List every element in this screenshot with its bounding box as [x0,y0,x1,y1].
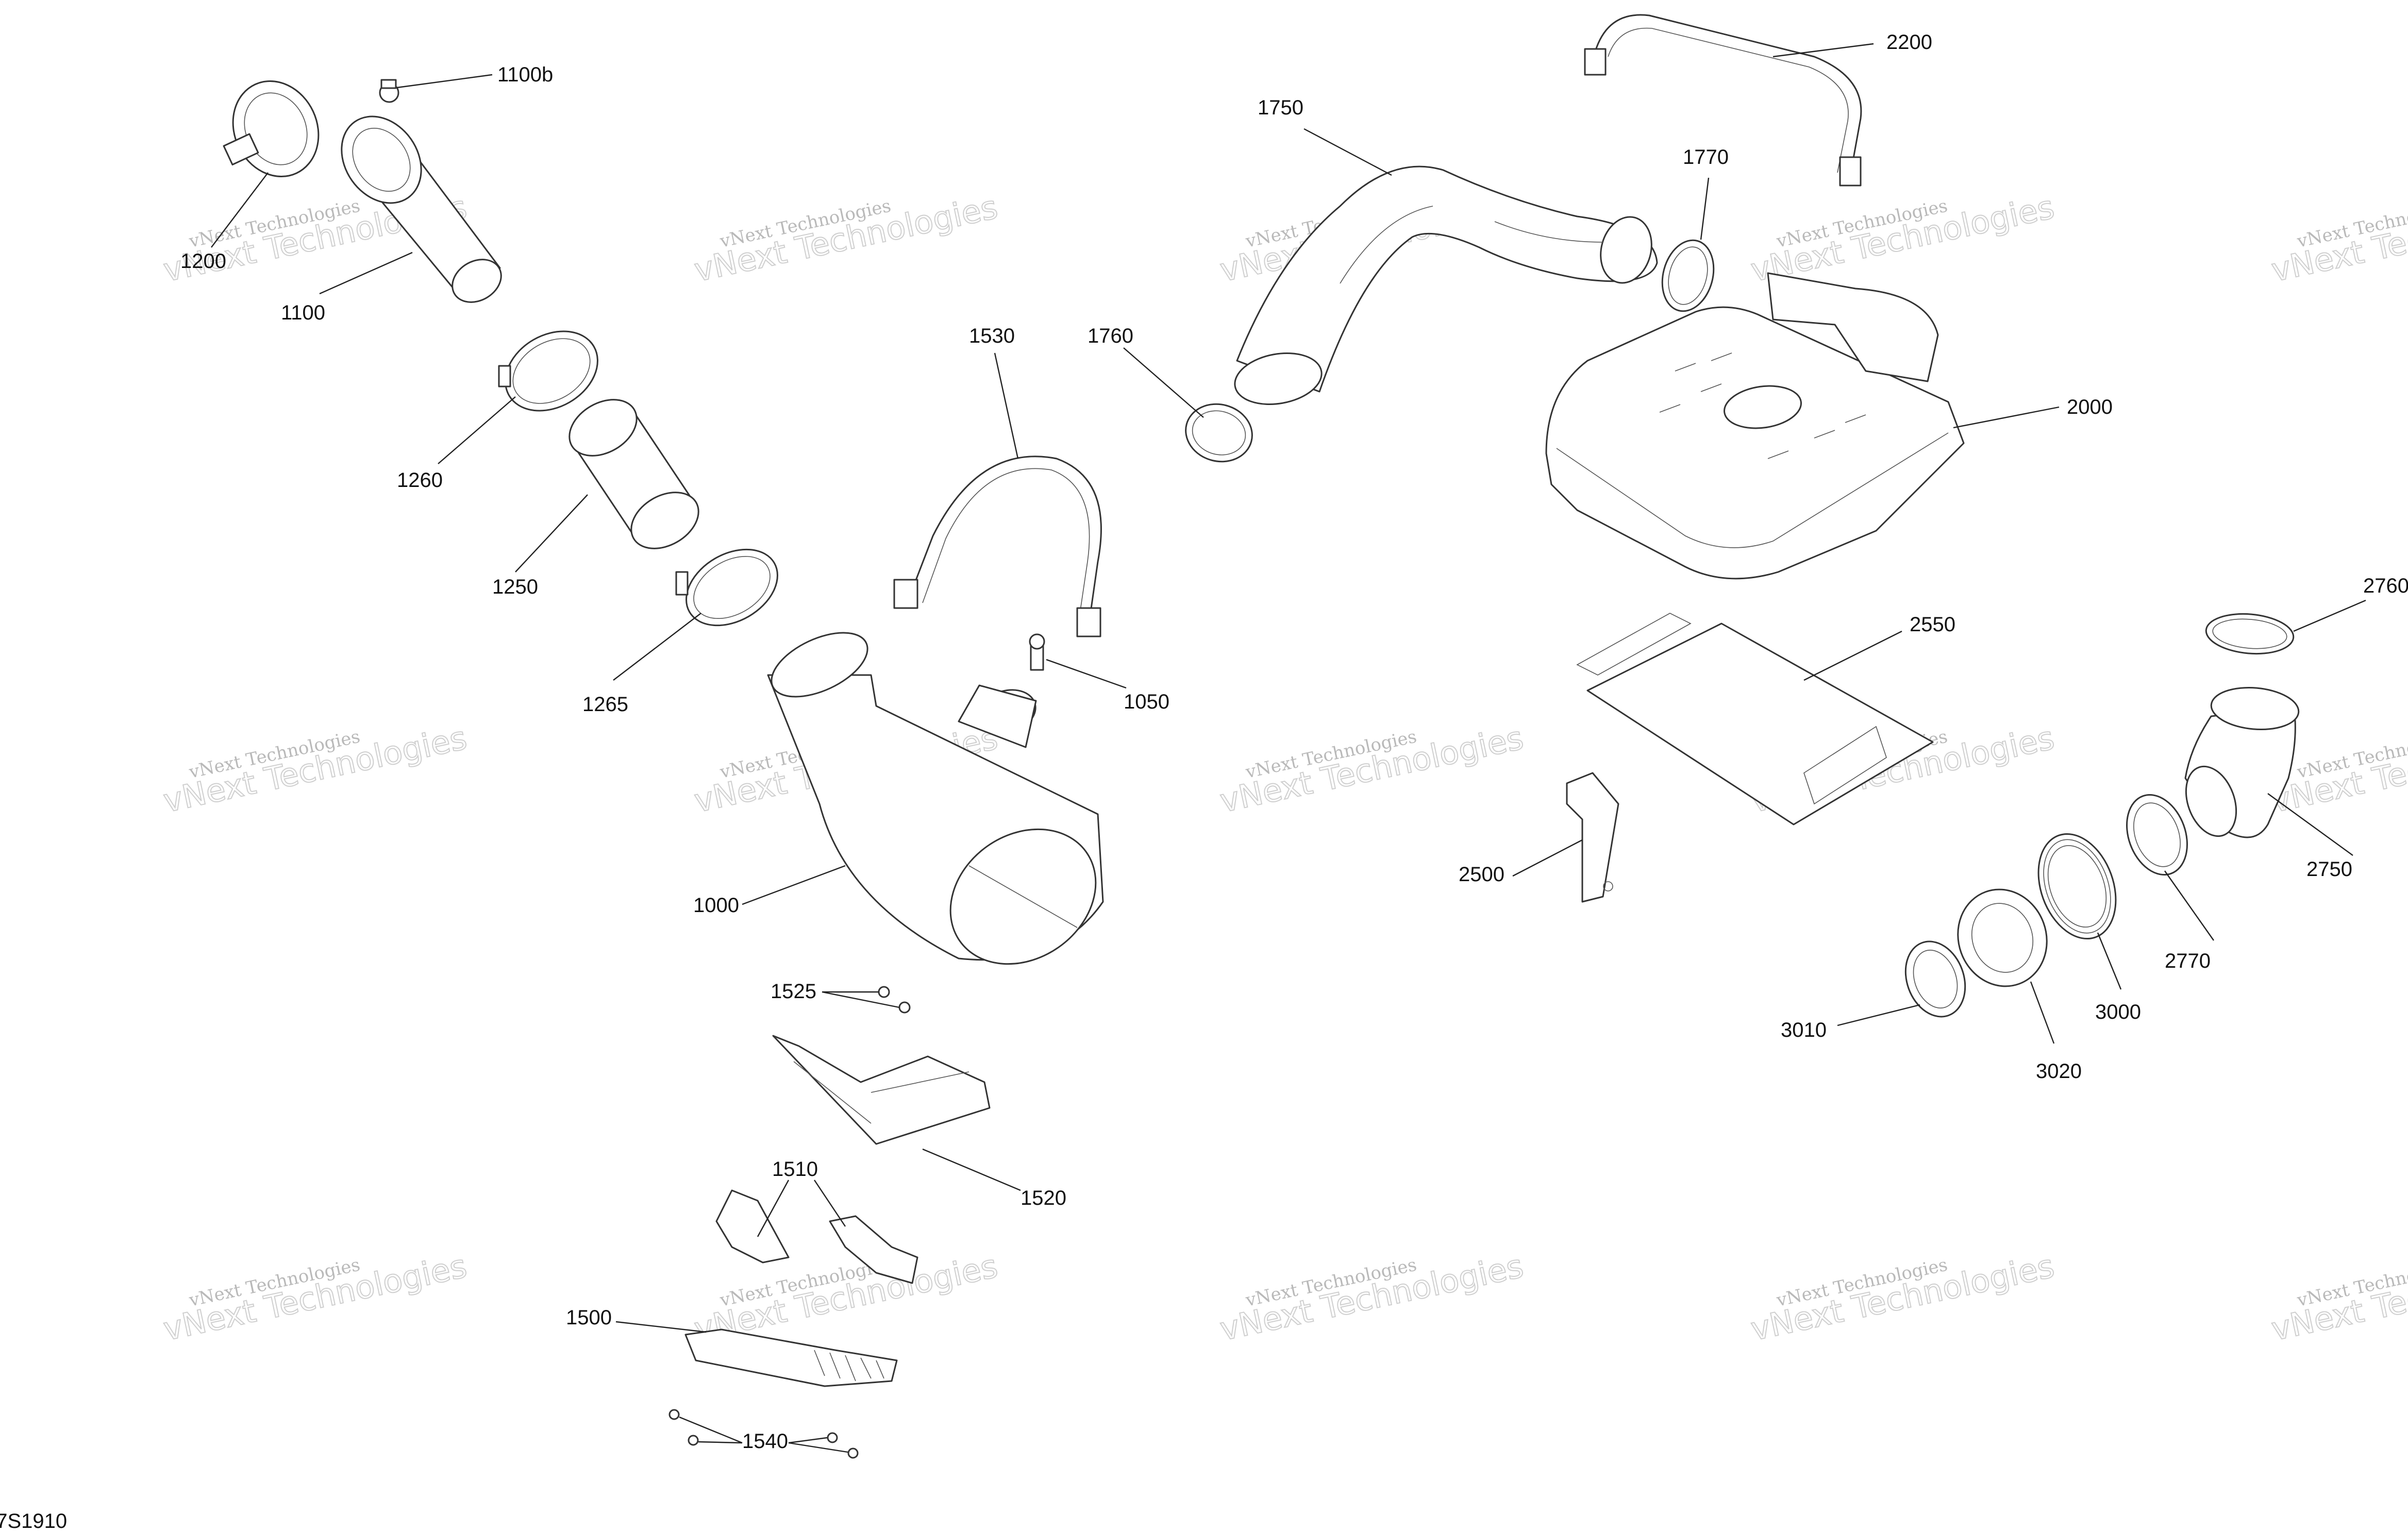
callout-1530: 1530 [969,325,1015,347]
callout-1100b: 1100b [497,63,553,86]
part-1265-clamp [675,548,778,627]
callout-1760: 1760 [1088,325,1133,347]
part-1520-heat-shield [772,1035,991,1145]
part-2760-clamp [2205,613,2295,655]
watermark: vNext Technologies vNext Technologies [2268,1247,2408,1349]
callout-2750: 2750 [2306,858,2352,881]
part-2750-elbow [2184,686,2300,838]
callout-1500: 1500 [566,1306,612,1329]
watermark: vNext Technologies vNext Technologies [2268,188,2408,290]
callout-1200: 1200 [180,250,226,273]
part-1540-screws [668,1409,859,1459]
part-1510-brackets [715,1189,918,1284]
callout-1250: 1250 [492,576,538,598]
part-1200-clamp [223,80,320,177]
callout-1520: 1520 [1021,1187,1066,1209]
callout-2000: 2000 [2067,396,2113,418]
part-3000-threaded-ring [2037,833,2117,940]
part-1770-clamp [1661,239,1715,312]
part-1260-clamp [498,330,598,412]
watermark: vNext Technologies vNext Technologies [691,188,1001,290]
callout-2770: 2770 [2165,950,2211,972]
callout-2500: 2500 [1459,863,1504,886]
part-2500-bracket [1566,772,1619,903]
part-1530-strap [893,456,1102,637]
watermark: vNext Technologies vNext Technologies [1747,188,2058,290]
part-1500-plate [684,1328,898,1387]
part-2550-plate [1576,613,1934,826]
leader-lines [211,43,2366,1453]
part-1100b-fitting [379,79,399,103]
callout-2550: 2550 [1910,613,1955,636]
callout-2200: 2200 [1886,31,1932,54]
part-2200-strap [1584,14,1862,187]
diagram-id: 37S1910 [0,1510,67,1532]
watermark: vNext Technologies vNext Technologies [691,1247,1001,1349]
part-1100-pipe [341,115,502,303]
part-3020-flange [1957,888,2048,987]
watermark: vNext Technologies vNext Technologies [1216,718,1527,820]
part-2000-airbox [1545,272,1965,580]
part-1750-hose [1234,165,1658,406]
callout-1540: 1540 [742,1430,788,1453]
callout-3000: 3000 [2095,1001,2141,1023]
part-3010-nut [1904,940,1966,1018]
callout-2760: 2760 [2363,575,2408,597]
part-1050-sensor [1029,633,1045,671]
callout-1260: 1260 [397,469,443,492]
callout-1770: 1770 [1683,146,1729,169]
part-1525-screws [878,986,911,1014]
callout-1100: 1100 [281,301,325,324]
callout-1510: 1510 [772,1158,818,1181]
callout-1525: 1525 [771,980,816,1003]
watermark: vNext Technologies vNext Technologies [160,718,471,820]
part-2770-ring [2126,794,2188,876]
callout-1050: 1050 [1124,691,1169,713]
watermark: vNext Technologies vNext Technologies [1747,1247,2058,1349]
callout-1000: 1000 [693,894,739,917]
callout-3020: 3020 [2036,1060,2082,1083]
callout-labels: 1100b 1200 1100 1260 1250 1265 1530 1760… [180,31,2408,1453]
callout-1750: 1750 [1258,96,1303,119]
part-1000-muffler [767,632,1104,965]
part-1250-sleeve [568,399,699,549]
part-1760-clamp [1185,403,1253,463]
watermark: vNext Technologies vNext Technologies [1216,1247,1527,1349]
callout-1265: 1265 [582,693,628,716]
callout-3010: 3010 [1781,1019,1827,1041]
watermark: vNext Technologies vNext Technologies [160,1247,471,1349]
